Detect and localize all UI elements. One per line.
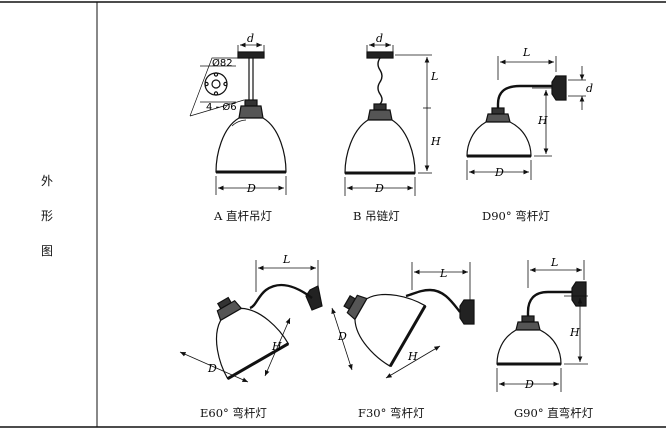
dim-d-b: d: [376, 32, 383, 45]
dim-D-d90: D: [494, 166, 504, 179]
dim-d-d90: d: [586, 82, 593, 95]
caption-a: A 直杆吊灯: [214, 209, 272, 223]
dim-H-d90: H: [537, 114, 548, 127]
dim-D-g90: D: [524, 378, 534, 391]
lamp-g90-straight-bent-arm: [496, 260, 588, 392]
dim-D-b: D: [374, 182, 384, 195]
lamp-f30-bent-arm: [331, 262, 475, 379]
dim-L-g90: L: [550, 256, 558, 269]
dim-L-f30: L: [439, 267, 447, 280]
dim-D-f30: D: [337, 330, 347, 343]
lamp-a-straight-rod-pendant: [189, 42, 287, 195]
caption-g90: G90° 直弯杆灯: [514, 406, 594, 420]
lamp-b-chain-pendant: [344, 42, 432, 196]
caption-d90: D90° 弯杆灯: [482, 209, 550, 223]
dim-H-f30: H: [407, 350, 418, 363]
side-label-char-1: 外: [40, 174, 53, 188]
dim-d-a: d: [247, 32, 254, 45]
dim-D-a: D: [246, 182, 256, 195]
side-label-char-2: 形: [40, 209, 53, 223]
caption-e60: E60° 弯杆灯: [200, 406, 267, 420]
dimension-labels: d d D D L H L d H D L H D L D H L H D Ø8…: [206, 32, 593, 391]
detail-holes: 4 - Ø6: [206, 101, 237, 113]
caption-f30: F30° 弯杆灯: [358, 406, 425, 420]
dim-L-e60: L: [282, 253, 290, 266]
dim-H-g90: H: [569, 326, 580, 339]
lamp-e60-bent-arm: [179, 260, 323, 383]
dim-L-b: L: [430, 70, 438, 83]
caption-b: B 吊链灯: [353, 209, 400, 223]
dim-H-e60: H: [271, 340, 282, 353]
lamp-d90-bent-arm: [466, 56, 586, 180]
side-label-char-3: 图: [40, 244, 53, 258]
detail-diameter-82: Ø82: [212, 57, 233, 69]
dim-D-e60: D: [207, 362, 217, 375]
dim-H-b: H: [430, 135, 441, 148]
dim-L-d90: L: [522, 46, 530, 59]
